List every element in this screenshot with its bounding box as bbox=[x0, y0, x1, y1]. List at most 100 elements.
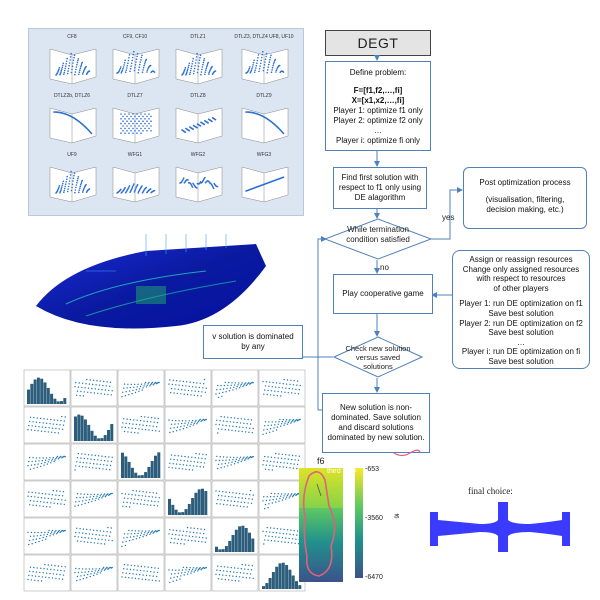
scatter-point bbox=[141, 495, 143, 497]
scatter-point bbox=[293, 529, 295, 532]
page-title: DEGT bbox=[325, 30, 431, 56]
scatter-point bbox=[226, 387, 228, 390]
scatter-point bbox=[190, 527, 192, 529]
scatter-point bbox=[268, 385, 270, 387]
scatter-point bbox=[171, 533, 174, 535]
scatter-point bbox=[243, 384, 245, 386]
mini-plot-label: DTLZ3, DTLZ4 UF8, UF10 bbox=[234, 34, 294, 40]
scatter-point bbox=[108, 469, 111, 471]
scatter-point bbox=[233, 567, 236, 569]
histogram-bar bbox=[93, 435, 97, 441]
scatter-point bbox=[149, 533, 151, 536]
scatter-point bbox=[238, 430, 240, 432]
scatter-point bbox=[92, 498, 94, 500]
scatter-point bbox=[75, 381, 77, 384]
scatter-point bbox=[81, 536, 83, 538]
scatter-point bbox=[269, 496, 272, 498]
scatter-point bbox=[172, 580, 174, 582]
scatter-point bbox=[251, 498, 253, 500]
scatter-point bbox=[87, 391, 89, 393]
scatter-point bbox=[152, 575, 154, 577]
define-line6: Player i: optimize fi only bbox=[335, 136, 421, 145]
histogram-bar bbox=[127, 461, 131, 478]
scatter-point bbox=[97, 388, 100, 390]
scatter-point bbox=[149, 575, 151, 577]
scatter-point bbox=[204, 391, 206, 393]
scatter-point bbox=[178, 384, 180, 386]
scatter-point bbox=[219, 420, 221, 422]
scatter-point bbox=[296, 493, 298, 496]
scatter-point bbox=[248, 431, 250, 433]
scatter-point bbox=[133, 502, 135, 504]
scatter-point bbox=[149, 385, 151, 387]
scatter-point bbox=[295, 419, 297, 421]
scatter-point bbox=[56, 533, 58, 535]
scatter-point bbox=[59, 490, 61, 492]
scatter-point bbox=[244, 383, 246, 385]
mini-plot-label: DTLZ2b, DTLZ6 bbox=[53, 93, 91, 99]
scatter-point bbox=[269, 527, 272, 529]
scatter-cell bbox=[211, 369, 259, 407]
scatter-point bbox=[38, 460, 40, 462]
scatter-point bbox=[177, 423, 179, 425]
scatter-point bbox=[198, 567, 201, 570]
scatter-point bbox=[76, 390, 79, 392]
scatter-point bbox=[56, 455, 59, 458]
scatter-point bbox=[170, 458, 172, 460]
scatter-point bbox=[46, 501, 49, 504]
scatter-point bbox=[30, 531, 33, 534]
scatter-point bbox=[276, 426, 279, 428]
scatter-point bbox=[148, 381, 150, 384]
scatter-point bbox=[81, 386, 83, 389]
scatter-point bbox=[143, 503, 145, 506]
scatter-point bbox=[77, 536, 80, 538]
scatter-point bbox=[217, 494, 220, 497]
scatter-point bbox=[155, 430, 157, 432]
scatter-point bbox=[197, 461, 199, 463]
histogram-bar bbox=[184, 509, 188, 515]
scatter-point bbox=[192, 567, 195, 569]
scatter-point bbox=[230, 417, 232, 419]
scatter-point bbox=[264, 421, 267, 423]
dominated-box: v solution is dominated by any bbox=[203, 325, 303, 359]
scatter-point bbox=[197, 390, 200, 393]
scatter-point bbox=[87, 541, 89, 543]
scatter-point bbox=[80, 493, 82, 495]
scatter-point bbox=[241, 459, 243, 461]
scatter-point bbox=[244, 459, 246, 461]
scatter-point bbox=[30, 429, 33, 431]
scatter-point bbox=[87, 571, 90, 573]
scatter-point bbox=[236, 456, 238, 459]
scatter-point bbox=[268, 469, 270, 471]
scatter-point bbox=[235, 388, 237, 390]
scatter-point bbox=[228, 425, 231, 427]
scatter-point bbox=[43, 501, 45, 503]
scatter-point bbox=[279, 532, 281, 534]
scatter-cell bbox=[23, 406, 71, 444]
scatter-point bbox=[130, 564, 132, 566]
scatter-point bbox=[195, 419, 197, 422]
scatter-point bbox=[298, 419, 300, 421]
scatter-point bbox=[296, 380, 299, 382]
scatter-point bbox=[31, 460, 33, 463]
scatter-point bbox=[296, 463, 299, 466]
scatter-point bbox=[224, 429, 226, 431]
scatter-point bbox=[146, 420, 148, 423]
define-line5: … bbox=[374, 126, 382, 135]
histogram-bar bbox=[171, 504, 175, 515]
scatter-cell bbox=[70, 369, 118, 407]
scatter-point bbox=[141, 389, 143, 391]
scatter-point bbox=[48, 577, 50, 579]
scatter-point bbox=[233, 456, 235, 459]
scatter-point bbox=[244, 382, 247, 384]
scatter-point bbox=[133, 419, 135, 421]
scatter-point bbox=[93, 458, 96, 461]
scatter-point bbox=[293, 421, 295, 423]
scatter-point bbox=[243, 422, 245, 424]
scatter-point bbox=[188, 569, 190, 571]
mini-plot-label: CF9, CF10 bbox=[122, 34, 148, 40]
scatter-point bbox=[181, 468, 184, 470]
scatter-point bbox=[196, 567, 198, 569]
scatter-point bbox=[192, 531, 195, 534]
scatter-point bbox=[276, 395, 279, 397]
